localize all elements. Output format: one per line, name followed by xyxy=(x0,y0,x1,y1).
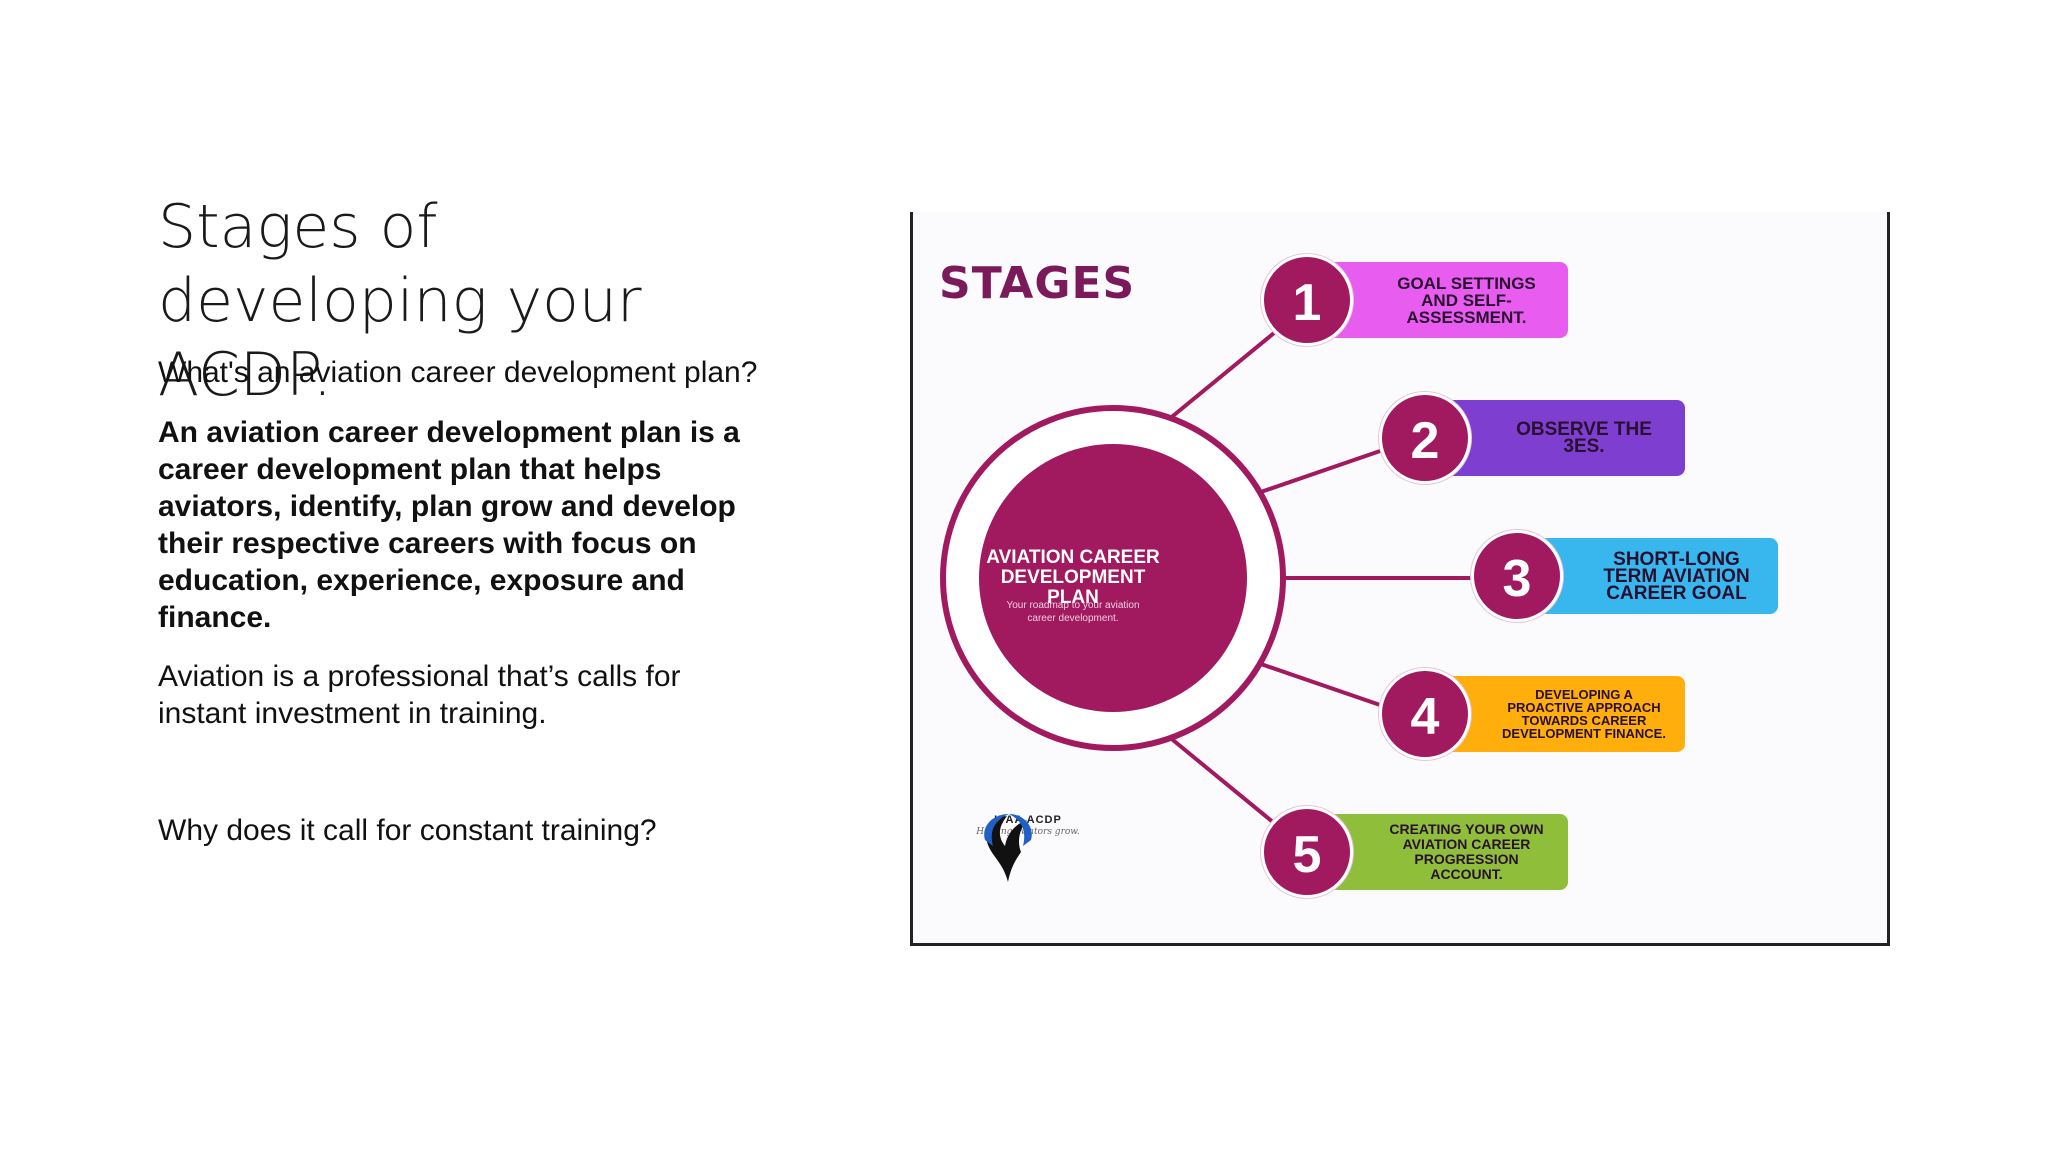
hub-subtitle: Your roadmap to your aviation career dev… xyxy=(1006,600,1140,624)
training-paragraph: Aviation is a professional that’s calls … xyxy=(158,660,681,730)
hub-inner-circle xyxy=(979,444,1247,712)
stage-1-number: 1 xyxy=(1261,254,1353,346)
stage-5-number: 5 xyxy=(1261,806,1353,898)
stages-diagram: STAGES AVIATION CAREER DEVELOPMENT PLAN … xyxy=(910,212,1890,946)
bird-logo-icon xyxy=(984,814,1032,882)
stage-4-label: DEVELOPING A PROACTIVE APPROACH TOWARDS … xyxy=(1441,676,1685,752)
question-what-is-acdp: What's an aviation career development pl… xyxy=(158,356,758,389)
question-constant-training: Why does it call for constant training? xyxy=(158,814,657,847)
connector-1 xyxy=(1166,322,1287,422)
stage-2-number: 2 xyxy=(1379,392,1471,484)
slide-title: Stages of developing your ACDP. xyxy=(158,192,642,410)
iyaa-logo: IYAA ACDP Helping aviators grow. xyxy=(973,812,1083,882)
logo-text: IYAA ACDP xyxy=(994,814,1062,826)
hub-title: AVIATION CAREER DEVELOPMENT PLAN xyxy=(986,547,1160,608)
connector-lines xyxy=(940,322,1473,834)
stage-1-label: GOAL SETTINGS AND SELF-ASSESSMENT. xyxy=(1323,262,1568,338)
stage-3-number: 3 xyxy=(1471,530,1563,622)
stage-5-label: CREATING YOUR OWN AVIATION CAREER PROGRE… xyxy=(1323,814,1568,890)
stages-heading: STAGES xyxy=(939,258,1136,309)
connector-4 xyxy=(1254,660,1384,708)
stage-4-number: 4 xyxy=(1379,668,1471,760)
connector-5 xyxy=(1166,734,1287,834)
connector-2 xyxy=(1254,448,1384,496)
stage-3-label: SHORT-LONG TERM AVIATION CAREER GOAL xyxy=(1533,538,1778,614)
acdp-definition: An aviation career development plan is a… xyxy=(158,416,740,634)
stage-2-label: OBSERVE THE 3ES. xyxy=(1441,400,1685,476)
